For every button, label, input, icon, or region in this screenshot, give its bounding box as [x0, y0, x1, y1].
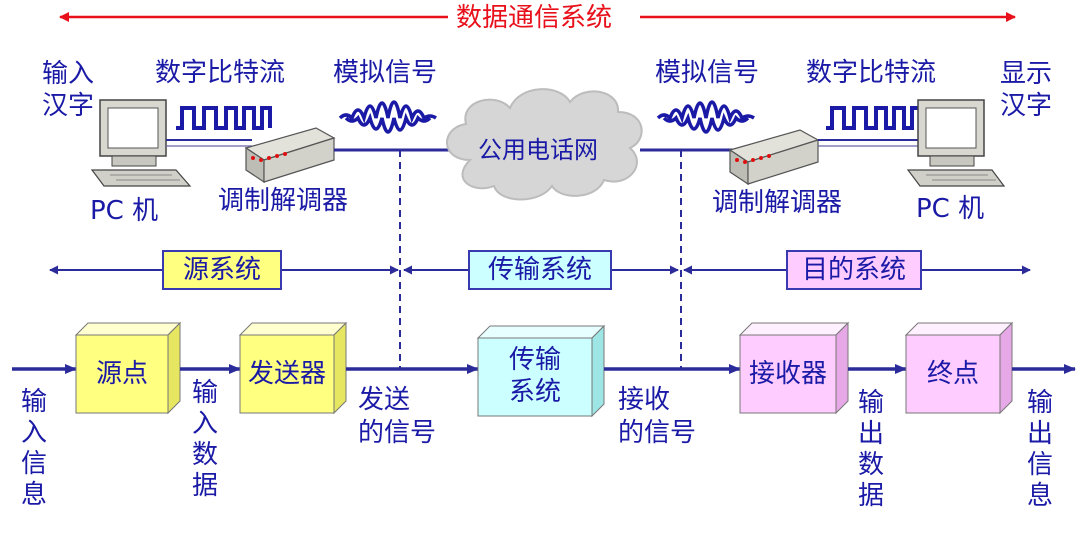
- system-source-label: 源系统: [162, 250, 282, 290]
- label-output-info: 输出信息: [1026, 388, 1053, 511]
- label-transmission-system-2: 系统: [508, 377, 561, 407]
- label-bitstream-left: 数字比特流: [155, 58, 286, 88]
- system-destination-label: 目的系统: [786, 250, 922, 290]
- cube-transmission-system: [476, 324, 606, 418]
- pc-left-icon: [90, 99, 192, 187]
- label-modem-left: 调制解调器: [218, 186, 349, 216]
- label-transmission-system-1: 传输: [508, 345, 561, 375]
- label-input-data: 输入数据: [191, 378, 218, 501]
- digital-wave-left-icon: [176, 106, 272, 130]
- label-received-signal-1: 接收: [618, 385, 671, 415]
- label-source-point: 源点: [95, 359, 148, 389]
- cube-receiver: [738, 321, 850, 415]
- cube-end-point: [904, 321, 1014, 415]
- label-pc-right: PC 机: [916, 194, 985, 224]
- diagram-title: 数据通信系统: [456, 3, 613, 33]
- label-modem-right: 调制解调器: [712, 188, 843, 218]
- modem-left-icon: [244, 127, 336, 184]
- label-analog-left: 模拟信号: [333, 58, 438, 88]
- label-analog-right: 模拟信号: [655, 58, 760, 88]
- label-output-data: 输出数据: [857, 388, 884, 511]
- system-transmission-label: 传输系统: [468, 250, 612, 290]
- label-receiver: 接收器: [748, 359, 827, 389]
- cube-source-point: [74, 321, 182, 415]
- pc-right-icon: [906, 99, 1006, 187]
- label-public-telephone-network: 公用电话网: [478, 136, 598, 164]
- label-pc-left: PC 机: [90, 196, 159, 226]
- label-end-point: 终点: [926, 359, 979, 389]
- analog-wave-right-icon: [656, 100, 755, 134]
- label-received-signal-2: 的信号: [618, 418, 697, 448]
- analog-wave-left-icon: [338, 100, 437, 134]
- label-input-chars: 输入汉字: [42, 59, 95, 121]
- label-display-chars: 显示汉字: [1000, 59, 1053, 121]
- label-input-info: 输入信息: [20, 387, 47, 510]
- label-sent-signal-1: 发送: [358, 385, 411, 415]
- label-transmitter: 发送器: [247, 359, 326, 389]
- label-bitstream-right: 数字比特流: [806, 58, 937, 88]
- public-telephone-network-cloud: [446, 88, 643, 201]
- cube-transmitter: [238, 321, 348, 415]
- label-sent-signal-2: 的信号: [358, 418, 437, 448]
- digital-wave-right-icon: [826, 106, 922, 130]
- modem-right-icon: [728, 129, 820, 186]
